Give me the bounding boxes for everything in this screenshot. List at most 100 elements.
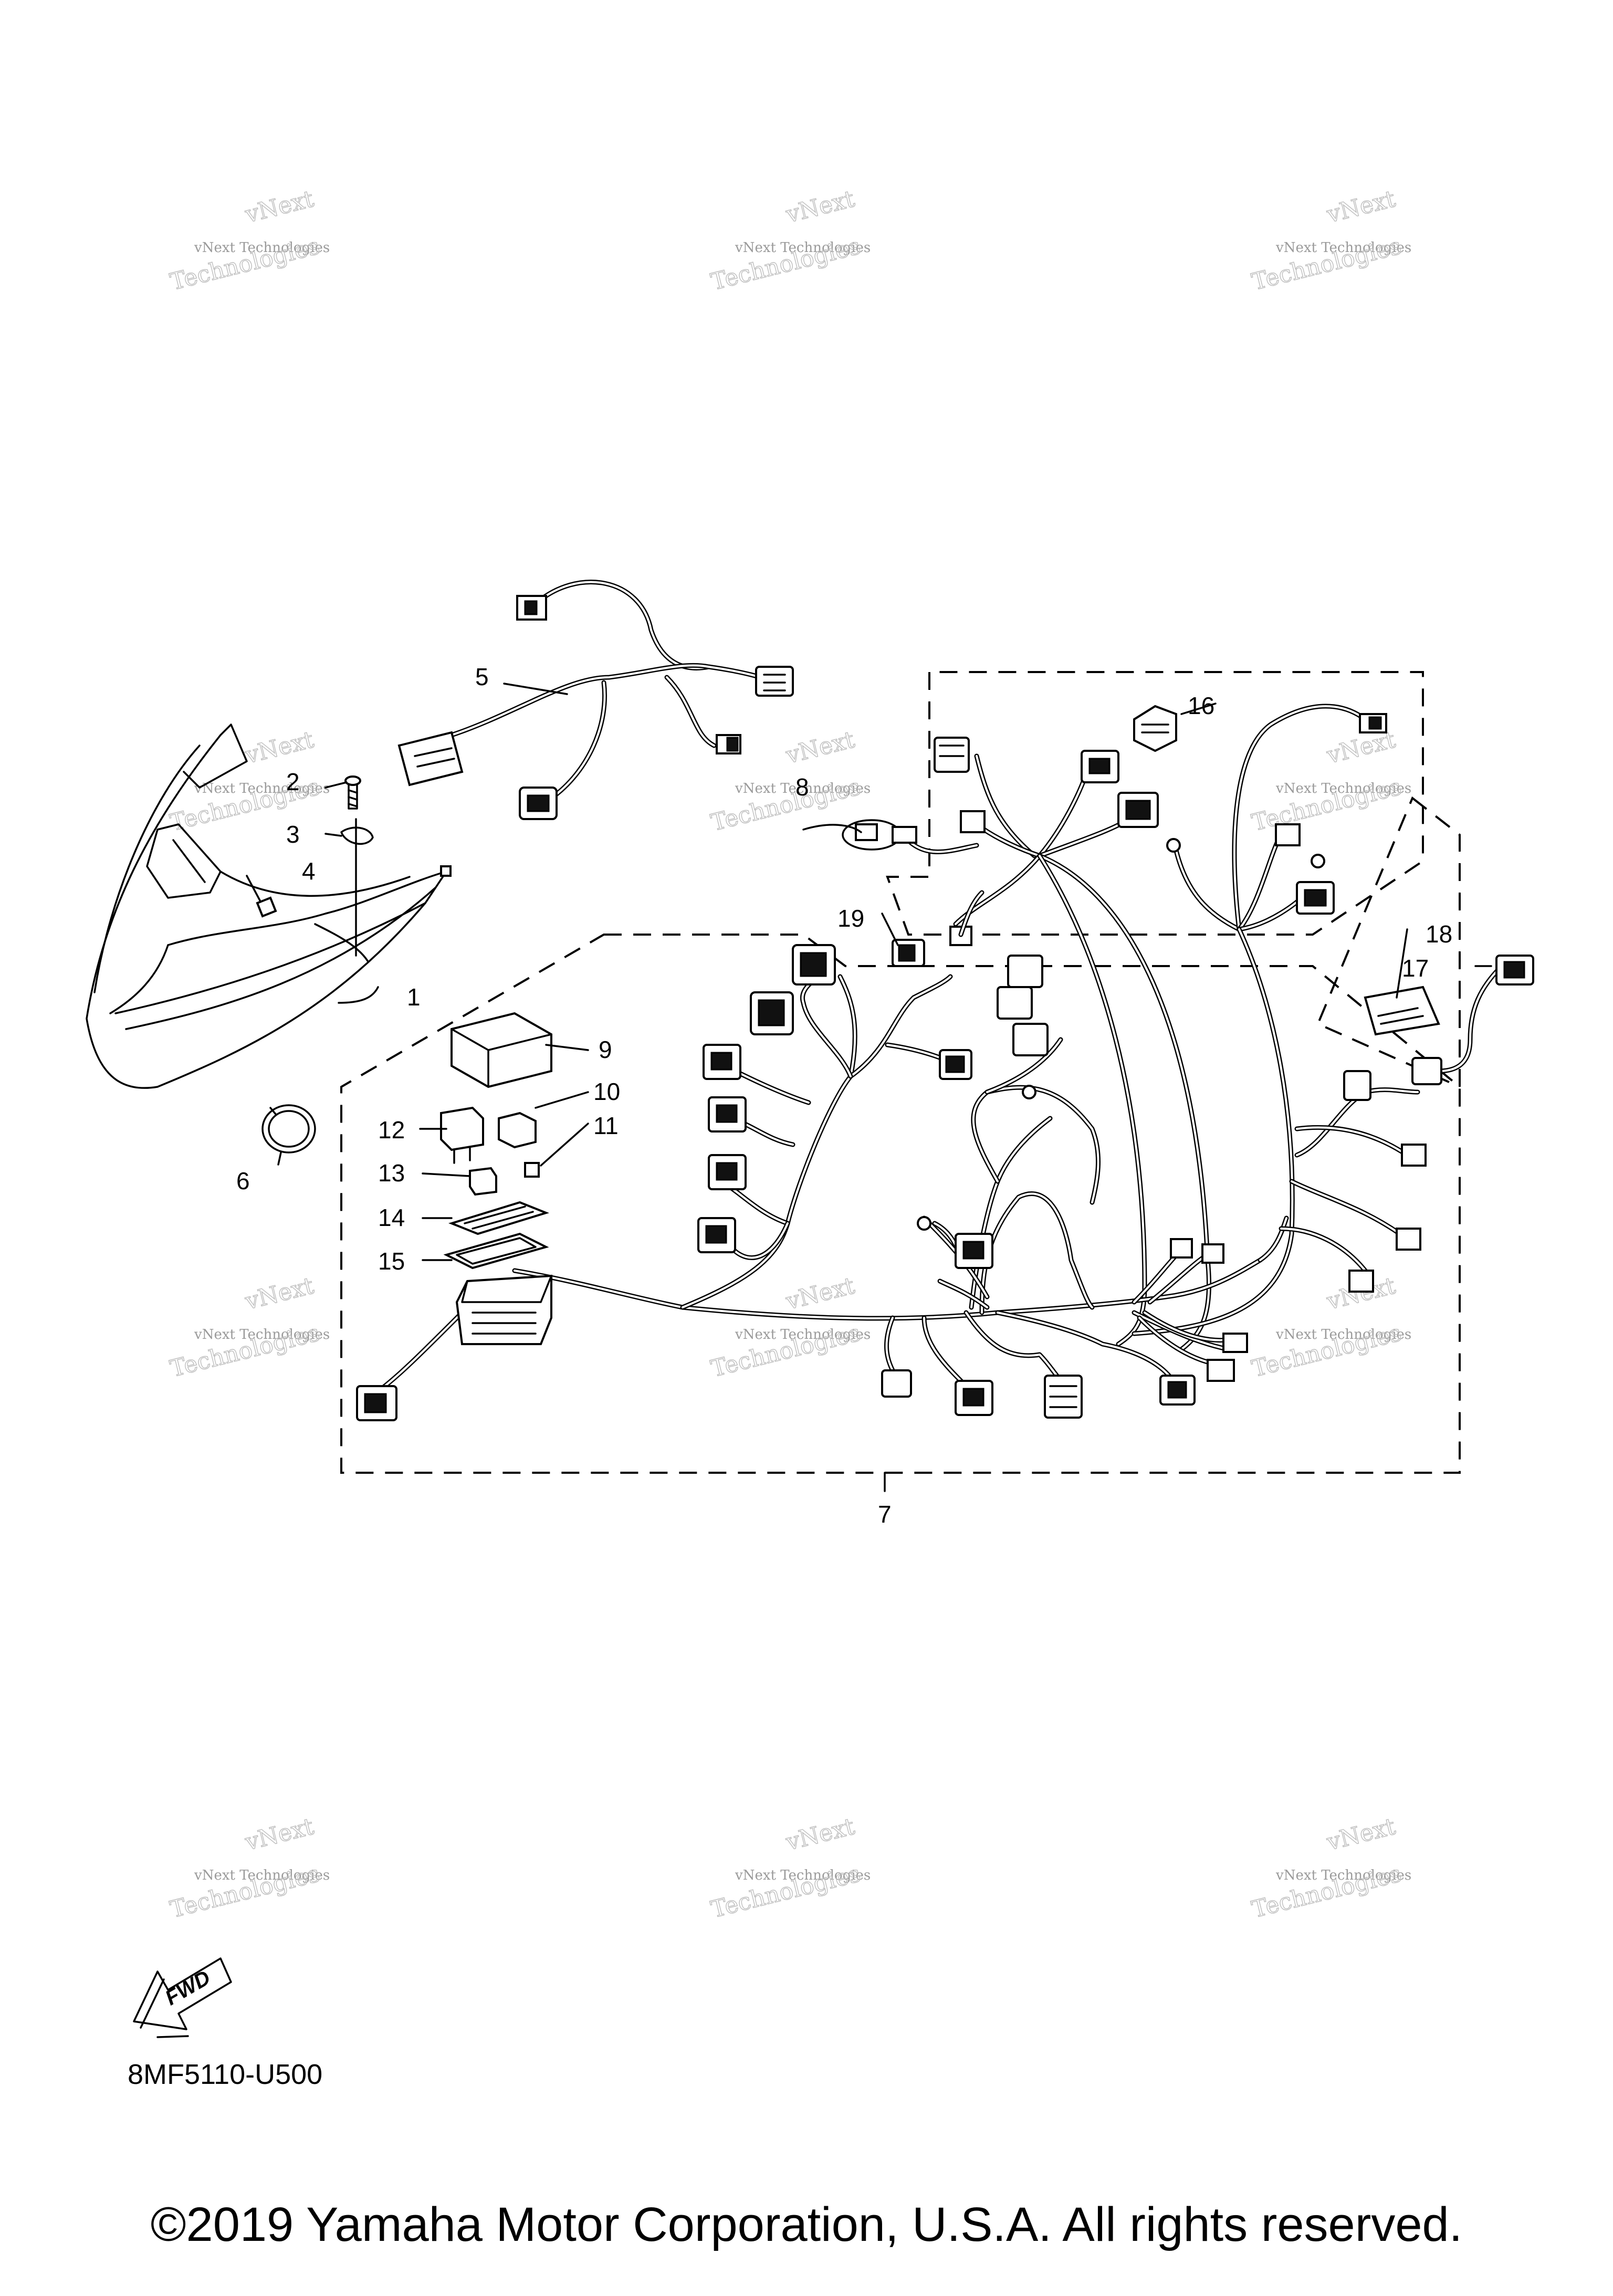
watermark-grid: vNext vNext Technologies Technologies vN… [167,185,1411,1923]
callout-4: 4 [302,857,316,885]
copyright-notice: ©2019 Yamaha Motor Corporation, U.S.A. A… [150,2198,1463,2251]
callout-19: 19 [837,905,864,932]
connector [1411,1057,1442,1085]
fwd-label: FWD [161,1966,214,2010]
svg-text:vNext Technologies: vNext Technologies [1275,240,1411,256]
callout-8: 8 [795,773,809,801]
connector [934,737,970,773]
connector [397,731,464,787]
part-11-fuse [524,1162,540,1178]
svg-text:vNext Technologies: vNext Technologies [194,1327,330,1343]
callout-5: 5 [475,663,489,690]
part-16-connector [1133,705,1177,752]
svg-text:vNext: vNext [242,185,317,228]
connector [1275,823,1301,846]
svg-text:vNext Technologies: vNext Technologies [735,1327,871,1343]
svg-text:vNext Technologies: vNext Technologies [194,1868,330,1883]
connector [1207,1359,1235,1382]
callout-9: 9 [599,1036,612,1063]
part-15-gasket [443,1232,549,1270]
connector [997,986,1033,1020]
group-outline-kit-17 [1316,796,1461,1089]
svg-text:vNext: vNext [783,726,857,769]
watermark: vNext vNext Technologies Technologies [708,1272,871,1382]
connector [1348,1270,1374,1293]
callout-1: 1 [407,983,421,1011]
part-12-relay [440,1106,484,1164]
watermark: vNext vNext Technologies Technologies [1249,185,1411,296]
callout-3: 3 [286,821,300,848]
svg-text:vNext Technologies: vNext Technologies [735,240,871,256]
part-1-mount-tab [440,865,452,877]
ring-terminal [917,1216,931,1231]
callout-labels: 1 2 3 4 5 6 7 8 9 10 11 12 13 14 15 16 1… [236,663,1452,1528]
part-10-relay [498,1112,537,1149]
part-1-headlight-cowl [86,724,452,1089]
svg-text:vNext: vNext [783,1813,857,1856]
part-9-relay-cover [451,1012,552,1088]
part-19-connector [892,890,984,967]
connector [1012,1023,1049,1056]
ring-terminal [1311,854,1325,868]
watermark: vNext vNext Technologies Technologies [1249,726,1411,836]
callout-6: 6 [236,1167,250,1194]
connector [1170,1238,1193,1259]
watermark: vNext vNext Technologies Technologies [708,1812,871,1923]
callout-16: 16 [1188,692,1214,719]
callout-13: 13 [378,1159,405,1187]
part-13-diode [469,1167,497,1196]
drawing-code: 8MF5110-U500 [128,2059,323,2090]
connector [855,823,878,841]
svg-text:vNext Technologies: vNext Technologies [1275,1868,1411,1883]
connector [892,826,917,844]
callout-11: 11 [593,1112,619,1139]
part-2-screw [344,775,361,810]
callout-2: 2 [286,768,300,795]
fwd-arrow: FWD [133,1957,232,2038]
callout-leaders [246,683,1492,1492]
connector [960,810,986,833]
callout-15: 15 [378,1247,405,1275]
callout-14: 14 [378,1204,405,1231]
callout-17: 17 [1402,955,1429,982]
svg-text:vNext Technologies: vNext Technologies [735,781,871,796]
svg-text:vNext Technologies: vNext Technologies [1275,781,1411,796]
part-5-sub-lead-wire [397,580,794,820]
svg-text:vNext Technologies: vNext Technologies [735,1868,871,1883]
callout-18: 18 [1426,920,1452,948]
part-17-lead-and-18-label [1364,955,1534,1085]
svg-text:vNext: vNext [242,726,317,769]
part-7-main-harness [356,944,1427,1421]
part-6-ring-band [261,1104,316,1154]
svg-text:vNext Technologies: vNext Technologies [194,240,330,256]
svg-text:vNext Technologies: vNext Technologies [194,781,330,796]
svg-text:vNext Technologies: vNext Technologies [1275,1327,1411,1343]
connector [1007,955,1043,988]
callout-10: 10 [593,1078,620,1105]
part-3-clamp [340,818,374,957]
ring-terminal [1166,838,1181,853]
svg-text:vNext: vNext [783,1272,857,1315]
watermark: vNext vNext Technologies Technologies [1249,1812,1411,1923]
ring-terminal [1022,1085,1036,1099]
connector [1401,1144,1427,1167]
watermark: vNext vNext Technologies Technologies [167,185,330,296]
svg-text:vNext: vNext [1324,1813,1398,1856]
svg-text:vNext: vNext [242,1813,317,1856]
watermark: vNext vNext Technologies Technologies [708,185,871,296]
part-4-clip [256,896,277,918]
part-14-fuse-block [448,1201,550,1235]
svg-text:vNext: vNext [783,185,857,228]
connector [1222,1333,1248,1353]
svg-text:vNext: vNext [242,1272,317,1315]
connector [881,1369,912,1398]
connector [1396,1228,1421,1251]
watermark: vNext vNext Technologies Technologies [167,726,330,836]
watermark: vNext vNext Technologies Technologies [167,1272,330,1382]
watermark: vNext vNext Technologies Technologies [167,1812,330,1923]
watermark: vNext vNext Technologies Technologies [1249,1272,1411,1382]
connector [516,595,547,621]
connector [1343,1070,1371,1101]
group-outline-sub-harness [886,671,1424,936]
